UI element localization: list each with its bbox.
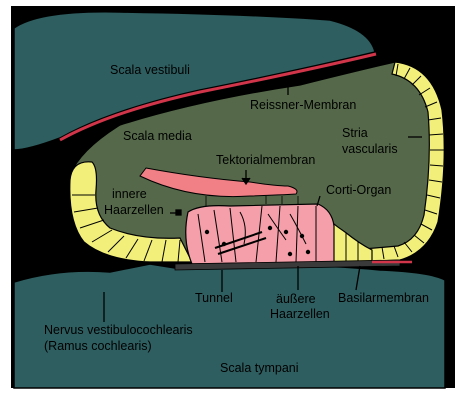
label-aeussere-line2: Haarzellen	[270, 307, 330, 321]
label-innere-line2: Haarzellen	[104, 203, 164, 217]
label-stria-line1: Stria	[342, 126, 368, 140]
label-aeussere-line1: äußere	[276, 292, 316, 306]
corti-organ-body	[186, 204, 334, 264]
label-nervus-line1: Nervus vestibulocochlearis	[44, 323, 193, 337]
label-basilarmembran: Basilarmembran	[338, 291, 429, 305]
label-tunnel: Tunnel	[195, 291, 233, 305]
label-innere-line1: innere	[112, 187, 147, 201]
label-corti-organ: Corti-Organ	[326, 183, 391, 197]
label-scala-media: Scala media	[123, 129, 192, 143]
label-scala-tympani: Scala tympani	[220, 361, 299, 375]
label-stria-line2: vascularis	[342, 142, 398, 156]
label-tektorialmembran: Tektorialmembran	[216, 153, 315, 167]
label-reissner-membran: Reissner-Membran	[250, 98, 356, 112]
label-scala-vestibuli: Scala vestibuli	[110, 63, 190, 77]
label-nervus-line2: (Ramus cochlearis)	[44, 339, 152, 353]
